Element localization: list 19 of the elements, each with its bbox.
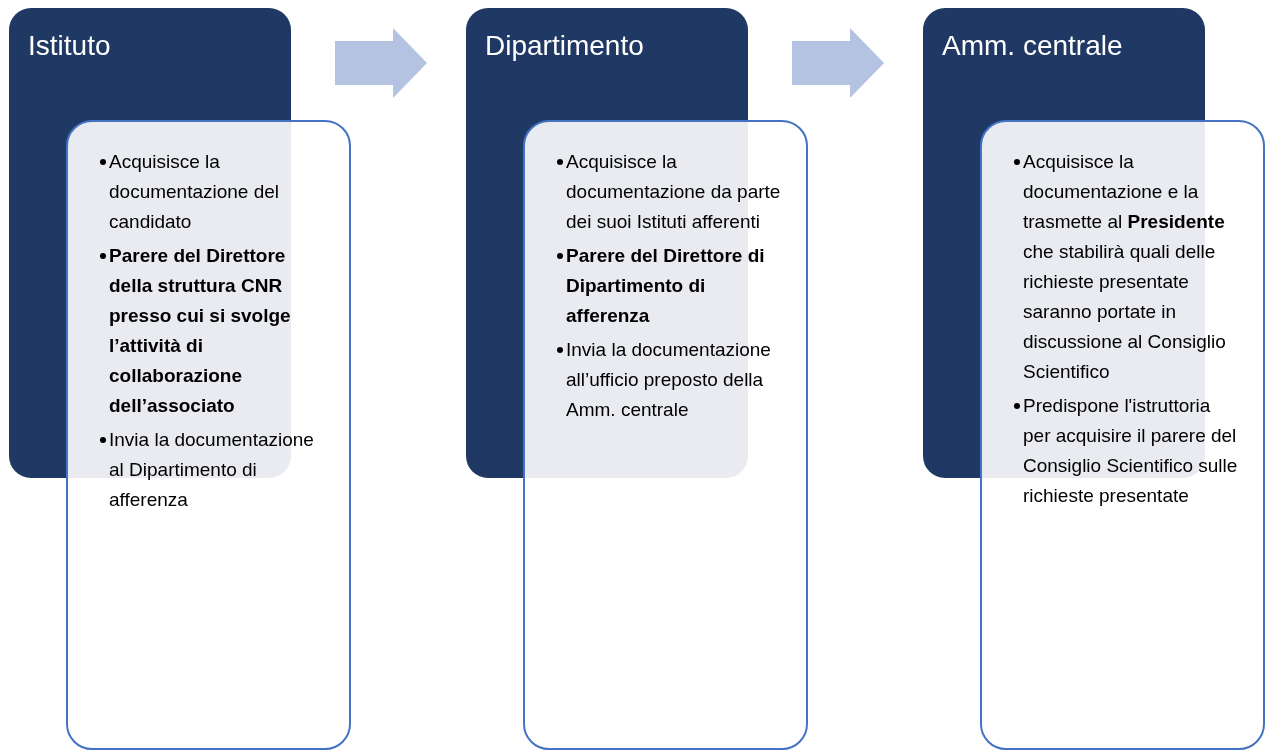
bullet-text: Invia la documentazione al Dipartimento di afferenza [109,428,315,512]
block-arrow [792,28,884,98]
block-arrow [335,28,427,98]
bullet-text: Acquisisce la documentazione e la trasmette al Presidente che stabilirà quali delle richieste presentate saranno portate in discussione al Consiglio Scientifico [1023,150,1227,384]
stage-title: Amm. centrale [942,29,1124,63]
stage-detail-box [980,120,1265,750]
bullet-text: Predispone l'istruttoria per acquisire il parere del Consiglio Scientifico sulle richieste presentate [1023,394,1239,508]
bullet-text: Parere del Direttore della struttura CNR presso cui si svolge l’attività di collaborazione dell’associato [109,244,292,418]
bullet-text: Invia la documentazione all’ufficio preposto della Amm. centrale [566,338,772,422]
stage-header-box [923,8,1205,120]
stage-header-box [9,8,291,120]
bullet-text: Parere del Direttore di Dipartimento di afferenza [566,244,766,328]
stage-title: Istituto [28,29,112,63]
stage-title: Dipartimento [485,29,645,63]
stage-detail-box [66,120,351,750]
stage-detail-box [523,120,808,750]
bullet-text: Acquisisce la documentazione da parte dei suoi Istituti afferenti [566,150,782,234]
stage-header-box [466,8,748,120]
bullet-text: Acquisisce la documentazione del candidato [109,150,281,234]
